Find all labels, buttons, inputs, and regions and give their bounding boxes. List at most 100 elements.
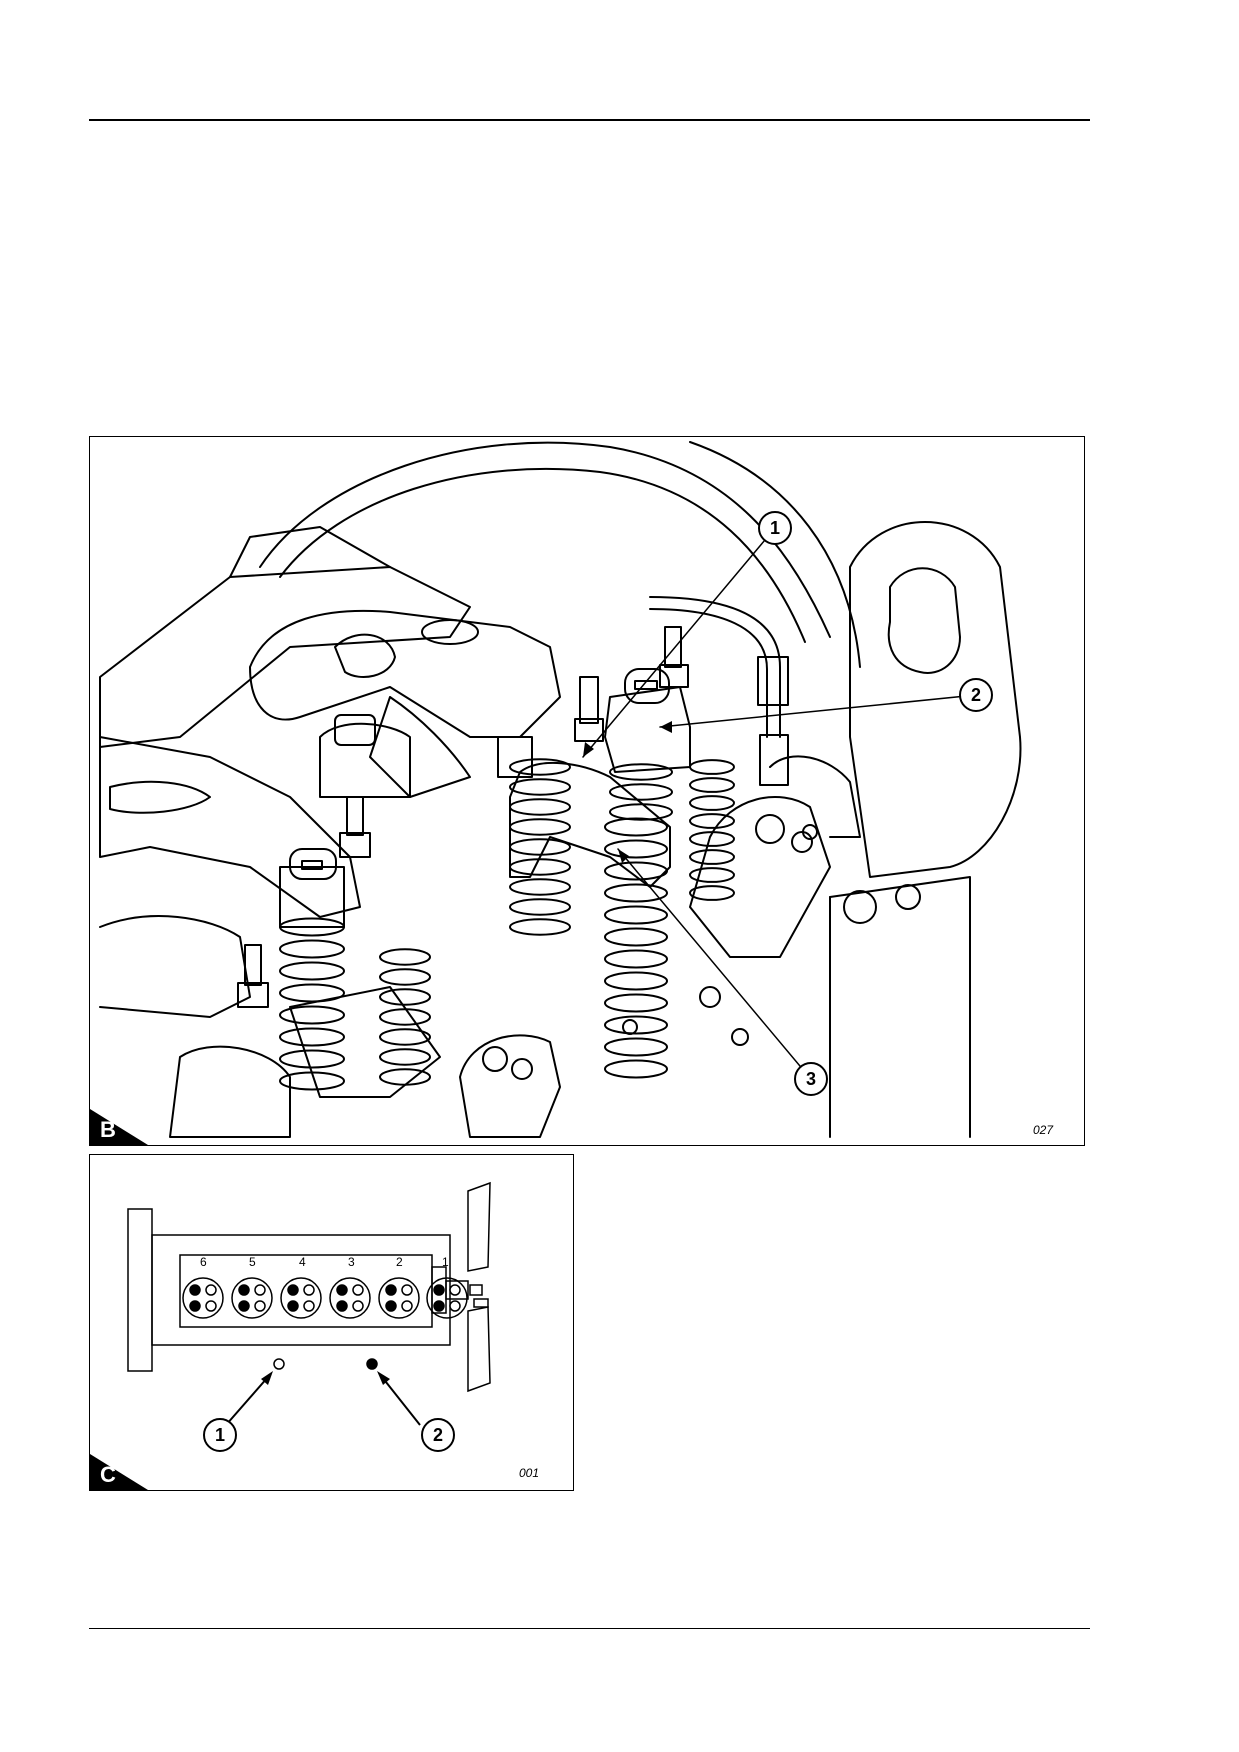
figure-b-letter: B <box>90 1109 148 1145</box>
spring-coil <box>604 883 668 903</box>
valve-dot-filled <box>287 1300 299 1312</box>
cylinder-number-3: 3 <box>348 1255 355 1269</box>
spring-coil <box>689 759 735 775</box>
spring-coil <box>604 971 668 991</box>
spring-coil <box>379 968 431 986</box>
spring-coil <box>279 1005 345 1025</box>
cylinder-ring <box>231 1277 273 1319</box>
spring-coil <box>379 1008 431 1026</box>
figure-c-cylinder-diagram: 6 5 4 3 2 1 1 2 C 001 <box>89 1154 574 1491</box>
spring-coil <box>279 1027 345 1047</box>
spring-coil <box>604 861 668 881</box>
spring-coil <box>689 867 735 883</box>
spring-coil <box>509 918 571 936</box>
header-rule <box>89 119 1090 121</box>
valve-dot-open <box>254 1300 266 1312</box>
callout-2: 2 <box>959 678 993 712</box>
callout-1: 1 <box>203 1418 237 1452</box>
valve-dot-open <box>352 1300 364 1312</box>
spring-coil <box>279 939 345 959</box>
spring-coil <box>604 817 668 837</box>
callout-2: 2 <box>421 1418 455 1452</box>
valve-dot-open <box>303 1300 315 1312</box>
spring-coil <box>604 993 668 1013</box>
spring-coil <box>689 885 735 901</box>
spring-coil <box>604 1059 668 1079</box>
spring-coil <box>279 983 345 1003</box>
valve-dot-filled <box>336 1284 348 1296</box>
figure-b-ref-code: 027 <box>1033 1123 1054 1137</box>
valve-dot-filled <box>385 1300 397 1312</box>
cylinder-group <box>280 1277 322 1319</box>
valve-dot-open <box>352 1284 364 1296</box>
spring-coil <box>604 905 668 925</box>
spring-coil <box>509 878 571 896</box>
cylinder-group <box>378 1277 420 1319</box>
valve-dot-open <box>205 1284 217 1296</box>
spring-coil <box>509 898 571 916</box>
valve-dot-filled <box>385 1284 397 1296</box>
valve-dot-filled <box>189 1284 201 1296</box>
spring-coil <box>689 813 735 829</box>
figure-c-letter: C <box>90 1454 148 1490</box>
spring-coil <box>509 858 571 876</box>
spring-coil <box>604 1015 668 1035</box>
spring-coil <box>509 838 571 856</box>
spring-coil <box>279 1071 345 1091</box>
figure-b-valve-gear: 1 2 3 B 027 <box>89 436 1085 1146</box>
valve-dot-open <box>449 1284 461 1296</box>
valve-dot-open <box>401 1300 413 1312</box>
footer-rule <box>89 1628 1090 1629</box>
valve-gear-drawing <box>99 441 1022 1138</box>
cylinder-ring <box>182 1277 224 1319</box>
cylinder-number-5: 5 <box>249 1255 256 1269</box>
valve-dot-filled <box>189 1300 201 1312</box>
cylinder-number-6: 6 <box>200 1255 207 1269</box>
spring-coil <box>689 777 735 793</box>
valve-dot-open <box>449 1300 461 1312</box>
figure-c-ref-code: 001 <box>519 1466 540 1480</box>
spring-coil <box>509 798 571 816</box>
spring-coil <box>604 839 668 859</box>
spring-coil <box>379 1028 431 1046</box>
valve-dot-filled <box>336 1300 348 1312</box>
spring-coil <box>609 783 673 801</box>
spring-coil <box>609 803 673 821</box>
cylinder-number-1: 1 <box>442 1255 449 1269</box>
spring-coil <box>279 1049 345 1069</box>
cylinder-group <box>426 1277 468 1319</box>
cylinder-ring <box>280 1277 322 1319</box>
cylinder-ring <box>378 1277 420 1319</box>
figure-c-letter-text: C <box>100 1462 116 1487</box>
valve-dot-filled <box>238 1284 250 1296</box>
cylinder-group <box>231 1277 273 1319</box>
spring-coil <box>604 927 668 947</box>
cylinder-group <box>182 1277 224 1319</box>
cylinder-group <box>329 1277 371 1319</box>
spring-coil <box>379 948 431 966</box>
valve-dot-filled <box>433 1300 445 1312</box>
spring-coil <box>689 795 735 811</box>
valve-dot-open <box>254 1284 266 1296</box>
cylinder-number-2: 2 <box>396 1255 403 1269</box>
valve-dot-open <box>401 1284 413 1296</box>
valve-dot-open <box>205 1300 217 1312</box>
spring-coil <box>509 778 571 796</box>
valve-dot-filled <box>433 1284 445 1296</box>
spring-coil <box>604 949 668 969</box>
spring-coil <box>609 763 673 781</box>
spring-coil <box>379 988 431 1006</box>
cylinder-ring <box>329 1277 371 1319</box>
valve-dot-filled <box>287 1284 299 1296</box>
figure-b-letter-text: B <box>100 1117 116 1142</box>
valve-dot-open <box>303 1284 315 1296</box>
spring-coil <box>279 961 345 981</box>
spring-coil <box>509 818 571 836</box>
spring-coil <box>279 917 345 937</box>
cylinder-number-4: 4 <box>299 1255 306 1269</box>
cylinder-ring <box>426 1277 468 1319</box>
valve-dot-filled <box>238 1300 250 1312</box>
spring-coil <box>689 849 735 865</box>
spring-coil <box>379 1068 431 1086</box>
cylinder-groups <box>182 1277 468 1319</box>
